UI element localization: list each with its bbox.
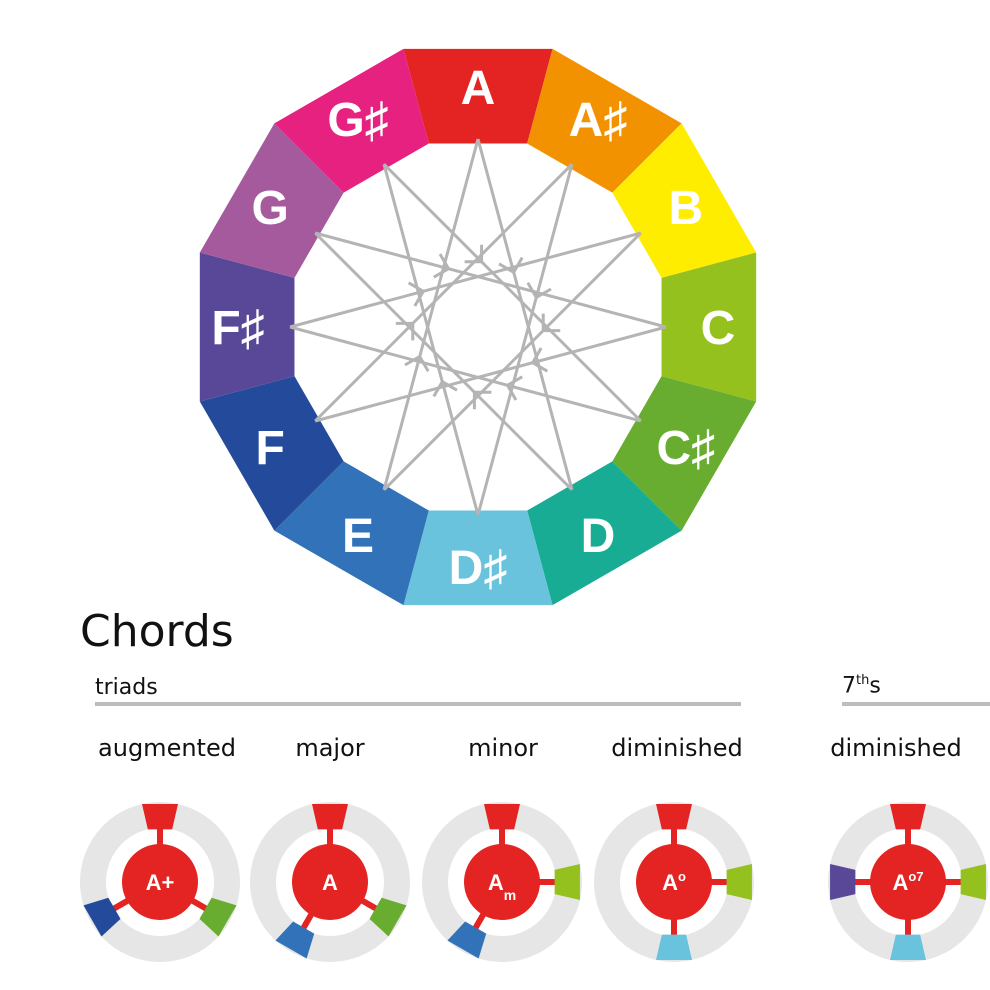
- note-segment-g-sharp: [274, 48, 429, 193]
- note-label-g: G: [251, 182, 288, 235]
- note-segment-f: [199, 376, 344, 531]
- chord-note-c: [554, 864, 580, 900]
- note-label-g-sharp: G♯: [327, 94, 388, 147]
- chord-center: [122, 844, 198, 920]
- chord-note-a: [484, 804, 520, 830]
- note-segment-d: [527, 461, 682, 606]
- note-label-a-sharp: A♯: [569, 94, 628, 147]
- interval-line: [382, 138, 480, 491]
- interval-arrow-icon: [404, 354, 430, 372]
- chord-note-a: [312, 804, 348, 830]
- interval-line: [314, 325, 667, 423]
- interval-arrow-icon: [472, 390, 492, 410]
- interval-line: [314, 231, 667, 329]
- note-label-a: A: [461, 62, 496, 115]
- note-segment-e: [274, 461, 429, 606]
- note-label-e: E: [342, 510, 374, 563]
- chord-symbol: A: [322, 870, 338, 895]
- chromatic-circle-diagram: A A♯ B C C♯ D D♯ E F F♯ G G♯: [199, 48, 757, 606]
- interval-line: [314, 231, 574, 491]
- note-segment-c-sharp: [612, 376, 757, 531]
- chord-center: [292, 844, 368, 920]
- chords-title: Chords: [80, 606, 234, 657]
- chord-note-f: [83, 897, 121, 937]
- sevenths-group-divider: [842, 702, 990, 706]
- interval-arrow-icon: [498, 256, 524, 275]
- note-segment-b: [612, 123, 757, 278]
- interval-arrow-icon: [407, 281, 426, 307]
- chord-note-c-sharp: [369, 897, 407, 937]
- sevenths-label-tail: s: [869, 673, 881, 699]
- chord-note-d-sharp: [890, 934, 926, 960]
- interval-line: [382, 163, 480, 516]
- interval-line: [289, 231, 642, 329]
- chord-label-diminished-seventh: diminished: [830, 734, 962, 762]
- interval-arrow-icon: [541, 313, 561, 333]
- chord-diagram-major: A: [250, 802, 410, 962]
- interval-arrow-icon: [505, 375, 523, 401]
- chord-center: [636, 844, 712, 920]
- chord-note-a: [142, 804, 178, 830]
- sevenths-label-base: 7: [842, 673, 856, 699]
- chord-diagram-minor: Am: [422, 802, 582, 962]
- note-segment-a-sharp: [527, 48, 682, 193]
- chord-note-a: [656, 804, 692, 830]
- interval-arrow-icon: [530, 347, 549, 373]
- triads-group-label: triads: [95, 675, 158, 700]
- interval-line: [382, 231, 642, 491]
- note-segment-a: [403, 48, 553, 144]
- interval-arrow-icon: [433, 253, 451, 279]
- interval-line: [476, 138, 574, 491]
- chord-label-diminished: diminished: [611, 734, 743, 762]
- chord-note-f-sharp: [830, 864, 856, 900]
- chord-label-major: major: [295, 734, 365, 762]
- chord-symbol: Ao7: [892, 869, 923, 895]
- sevenths-label-sup: th: [856, 673, 870, 688]
- chord-center: [870, 844, 946, 920]
- interval-line: [289, 325, 642, 423]
- interval-arrow-icon: [464, 244, 484, 264]
- interval-line: [314, 163, 574, 423]
- chord-note-c: [726, 864, 752, 900]
- chord-diagram-augmented: A+: [80, 802, 240, 962]
- note-label-d: D: [581, 510, 616, 563]
- chord-center: [464, 844, 540, 920]
- chord-diagram-diminished: Ao: [594, 802, 754, 962]
- note-label-f-sharp: F♯: [211, 302, 264, 355]
- sevenths-group-label: 7ths: [842, 673, 881, 698]
- note-label-d-sharp: D♯: [449, 542, 508, 595]
- interval-line: [476, 163, 574, 516]
- chord-label-augmented: augmented: [98, 734, 236, 762]
- interval-line: [382, 163, 642, 423]
- interval-arrow-icon: [526, 282, 552, 300]
- chord-note-d-sharp: [656, 934, 692, 960]
- chord-note-c-sharp: [199, 897, 237, 937]
- note-label-b: B: [669, 182, 704, 235]
- chord-note-c: [960, 864, 986, 900]
- chord-note-a: [890, 804, 926, 830]
- chord-note-e: [447, 921, 487, 959]
- chord-diagram-diminished-seventh: Ao7: [828, 802, 988, 962]
- note-segment-c: [661, 252, 757, 402]
- chord-symbol: A+: [146, 870, 175, 895]
- interval-arrow-icon: [432, 379, 458, 398]
- note-label-c-sharp: C♯: [657, 422, 716, 475]
- chord-note-e: [275, 921, 315, 959]
- interval-arrow-icon: [395, 321, 415, 341]
- note-label-f: F: [255, 422, 284, 475]
- note-segment-f-sharp: [199, 252, 295, 402]
- note-label-c: C: [701, 302, 736, 355]
- note-segment-g: [199, 123, 344, 278]
- note-segment-d-sharp: [403, 510, 553, 606]
- triads-group-divider: [95, 702, 741, 706]
- chord-label-minor: minor: [468, 734, 538, 762]
